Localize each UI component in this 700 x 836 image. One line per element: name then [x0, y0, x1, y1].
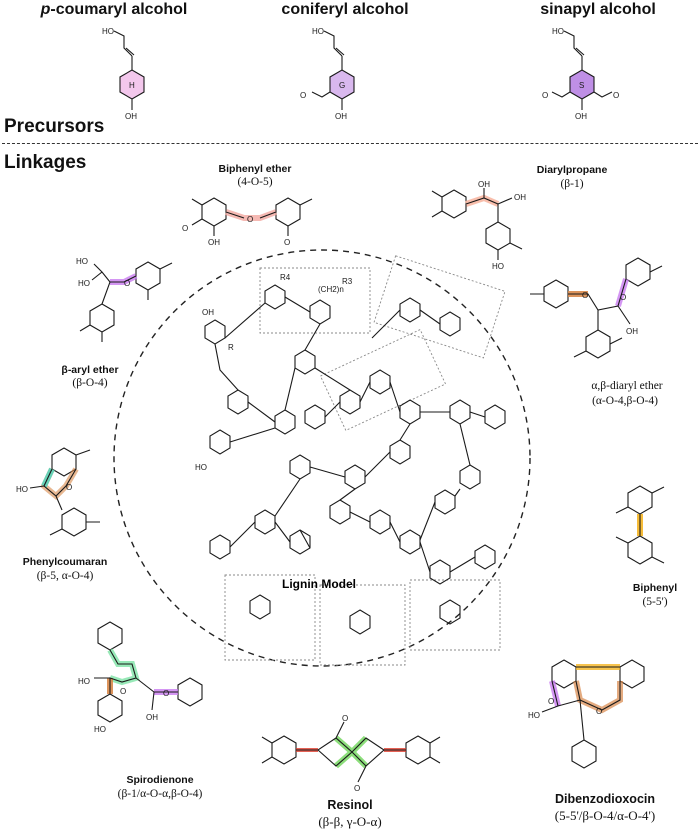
precursor-title-rest: -coumaryl alcohol — [50, 1, 188, 18]
linkage-code-diarylpropane: (β-1) — [560, 178, 584, 190]
precursor-title-p-coumaryl: p-coumaryl alcohol — [24, 1, 204, 19]
linkage-name-phenylcoumaran: Phenylcoumaran — [22, 556, 108, 568]
inset-box-6 — [409, 579, 501, 651]
phenylcoumaran-structure: O HO — [16, 447, 100, 537]
svg-text:OH: OH — [626, 327, 638, 336]
sinapyl-structure: HO S O O OH — [542, 27, 619, 121]
linkage-code-beta-aryl-ether: (β-O-4) — [72, 377, 108, 389]
linkage-name-diarylpropane: Diarylpropane — [536, 164, 608, 176]
alpha-beta-diaryl-ether-structure: O O OH — [530, 257, 663, 359]
p-coumaryl-structure: HO H OH — [102, 27, 145, 121]
section-divider — [2, 143, 698, 144]
precursors-heading: Precursors — [4, 116, 105, 137]
svg-text:O: O — [247, 215, 253, 224]
svg-text:O: O — [66, 483, 72, 492]
resinol-structure: O O — [261, 714, 441, 793]
svg-text:O: O — [354, 784, 360, 793]
svg-text:O: O — [163, 689, 169, 698]
inset-box-2 — [373, 255, 506, 359]
svg-text:OH: OH — [478, 180, 490, 189]
svg-text:OH: OH — [146, 713, 158, 722]
linkage-code-alpha-beta-diaryl-ether: (α-O-4,β-O-4) — [592, 395, 658, 407]
precursor-title-italic: p — [40, 1, 51, 18]
svg-text:HO: HO — [312, 27, 324, 36]
svg-text:O: O — [284, 238, 290, 247]
inset-box-3 — [319, 328, 447, 432]
lignin-model-diagram: OH (CH2)n R3 R4 R HO Lignin Model — [113, 249, 531, 667]
ring-s-label: S — [579, 81, 584, 90]
svg-text:HO: HO — [78, 677, 90, 686]
svg-text:HO: HO — [16, 485, 28, 494]
svg-text:OH: OH — [125, 112, 137, 121]
svg-text:O: O — [613, 91, 619, 100]
linkage-code-phenylcoumaran: (β-5, α-O-4) — [36, 570, 94, 582]
lignin-model-label: Lignin Model — [282, 577, 356, 591]
svg-text:HO: HO — [552, 27, 564, 36]
svg-text:O: O — [620, 293, 626, 302]
svg-text:O: O — [124, 279, 130, 288]
beta-aryl-ether-structure: O HO HO — [76, 257, 173, 342]
linkage-name-alpha-beta-diaryl-ether: α,β-diaryl ether — [591, 380, 663, 392]
linkage-name-biphenyl-ether: Biphenyl ether — [218, 163, 292, 175]
ring-g-label: G — [339, 81, 345, 90]
svg-text:HO: HO — [78, 279, 90, 288]
biphenyl-ether-structure: O OH O O — [182, 197, 313, 247]
svg-text:O: O — [182, 224, 188, 233]
svg-text:OH: OH — [575, 112, 587, 121]
svg-text:HO: HO — [492, 262, 504, 271]
linkage-name-resinol: Resinol — [327, 798, 373, 812]
center-label-r3: R3 — [342, 277, 353, 286]
svg-text:HO: HO — [102, 27, 114, 36]
inset-box-1 — [259, 267, 371, 334]
center-label-ho: HO — [195, 463, 207, 472]
linkage-name-beta-aryl-ether: β-aryl ether — [61, 364, 119, 376]
dibenzodioxocin-structure: O O HO — [528, 659, 645, 769]
svg-text:O: O — [300, 91, 306, 100]
svg-text:O: O — [596, 707, 602, 716]
biphenyl-structure — [615, 485, 665, 565]
linkages-heading: Linkages — [4, 152, 87, 173]
inset-box-5 — [319, 584, 406, 666]
spirodienone-structure: O O HO OH HO — [78, 621, 203, 734]
linkage-code-spirodienone: (β-1/α-O-α,β-O-4) — [117, 788, 203, 800]
svg-text:O: O — [542, 91, 548, 100]
center-label-oh: OH — [202, 308, 214, 317]
center-label-r4: R4 — [280, 273, 291, 282]
linkage-name-spirodienone: Spirodienone — [126, 774, 194, 786]
coniferyl-structure: HO G O OH — [300, 27, 355, 121]
svg-text:HO: HO — [528, 711, 540, 720]
diarylpropane-structure: OH OH HO — [431, 180, 526, 271]
svg-text:OH: OH — [335, 112, 347, 121]
svg-text:HO: HO — [94, 725, 106, 734]
inset-box-4 — [224, 574, 316, 661]
center-label-ch2n: (CH2)n — [318, 285, 344, 294]
linkage-code-biphenyl-ether: (4-O-5) — [237, 176, 273, 188]
svg-text:HO: HO — [76, 257, 88, 266]
center-label-r: R — [228, 343, 234, 352]
ring-h-label: H — [129, 81, 135, 90]
svg-text:O: O — [120, 687, 126, 696]
svg-text:O: O — [548, 697, 554, 706]
svg-text:O: O — [342, 714, 348, 723]
lignin-model-boundary — [113, 249, 531, 667]
svg-text:OH: OH — [514, 193, 526, 202]
svg-text:O: O — [582, 291, 588, 300]
svg-text:OH: OH — [208, 238, 220, 247]
precursor-title-coniferyl: coniferyl alcohol — [281, 1, 409, 18]
linkage-name-dibenzodioxocin: Dibenzodioxocin — [555, 792, 655, 806]
precursor-title-sinapyl: sinapyl alcohol — [540, 1, 656, 18]
linkage-code-dibenzodioxocin: (5-5'/β-O-4/α-O-4') — [554, 808, 656, 823]
linkage-code-resinol: (β-β, γ-O-α) — [318, 814, 382, 829]
lignin-ring-network — [204, 284, 506, 635]
linkage-code-biphenyl: (5-5') — [642, 596, 668, 608]
linkage-name-biphenyl: Biphenyl — [632, 582, 678, 594]
